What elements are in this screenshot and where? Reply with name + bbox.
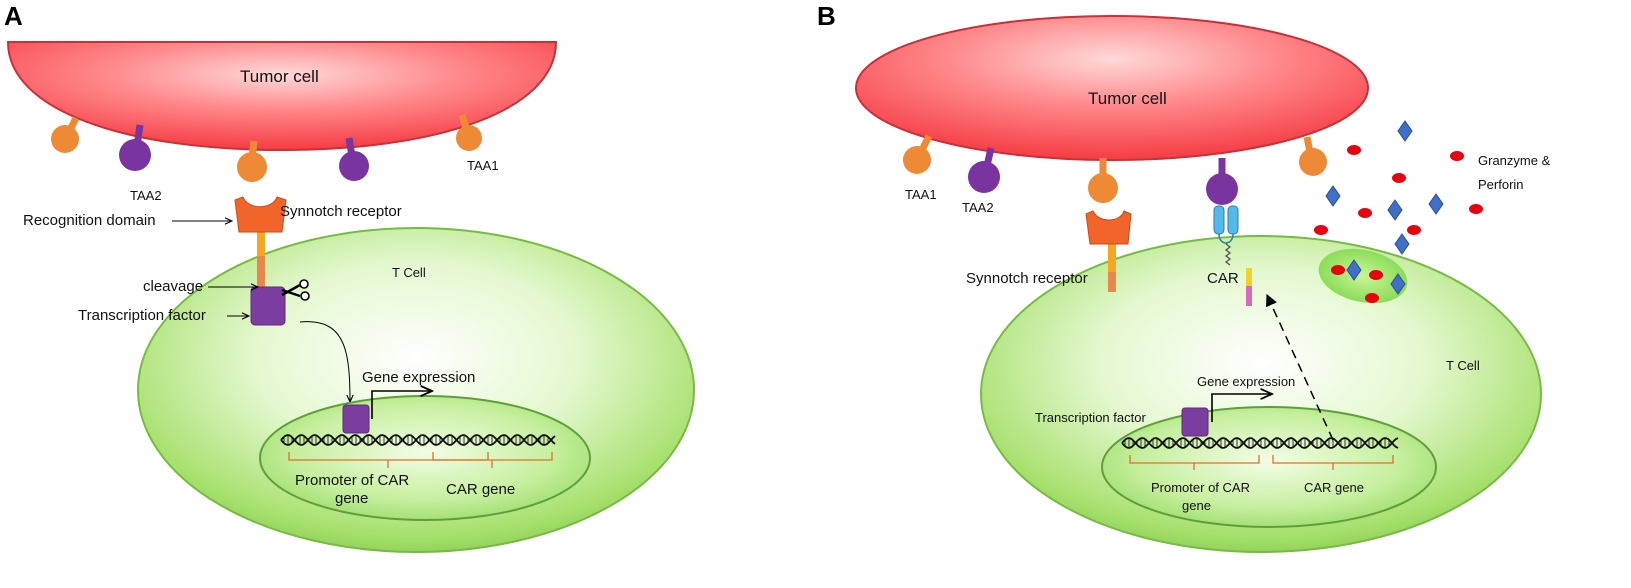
taa2-label-a: TAA2 xyxy=(130,188,162,203)
taa1-antigen xyxy=(51,116,80,153)
dna-strand xyxy=(1121,437,1399,449)
gene-expression-arrow-a xyxy=(371,391,432,419)
cytotoxic-granule xyxy=(1318,248,1408,304)
synnotch-receptor-a xyxy=(234,196,287,326)
taa1-antigen xyxy=(903,134,933,174)
promoter-label-line1-b: Promoter of CAR xyxy=(1151,480,1250,495)
granzyme-dot xyxy=(1314,225,1328,235)
dna-strand xyxy=(280,434,556,446)
perforin-diamond xyxy=(1394,233,1410,255)
taa2-antigen xyxy=(968,147,1000,193)
dna-helix-b xyxy=(1121,437,1399,449)
car-gene-label-b: CAR gene xyxy=(1304,480,1364,495)
promoter-label-line2-a: gene xyxy=(335,490,368,507)
granzyme-dots xyxy=(1314,145,1483,303)
taa1-label-a: TAA1 xyxy=(467,158,499,173)
promoter-bracket-a xyxy=(288,452,489,468)
granzyme-dot xyxy=(1392,173,1406,183)
transcription-factor-label-b: Transcription factor xyxy=(1035,410,1146,425)
car-label: CAR xyxy=(1207,270,1239,287)
car-receptor xyxy=(1213,205,1252,306)
dna-helix-a xyxy=(280,434,556,446)
perforin-diamond xyxy=(1346,259,1362,281)
gene-expression-label-a: Gene expression xyxy=(362,369,475,386)
nucleus-a xyxy=(259,395,591,521)
perforin-diamond xyxy=(1428,193,1444,215)
tumor-cell-label-b: Tumor cell xyxy=(1088,89,1167,108)
taa1-antigen xyxy=(237,140,267,182)
tf-translocation-arrow xyxy=(299,321,350,402)
granzyme-dot xyxy=(1450,151,1464,161)
car-gene-bracket-b xyxy=(1272,455,1394,470)
taa2-label-b: TAA2 xyxy=(962,200,994,215)
car-expression-dashed-arrow xyxy=(1266,293,1334,441)
tumor-cell-b xyxy=(855,15,1369,161)
taa1-label-b: TAA1 xyxy=(905,187,937,202)
synnotch-receptor-label-b: Synnotch receptor xyxy=(966,270,1088,287)
granzyme-dot xyxy=(1358,208,1372,218)
promoter-label-line2-b: gene xyxy=(1182,498,1211,513)
perforin-diamond xyxy=(1325,185,1341,207)
scissors-icon xyxy=(281,279,310,301)
transcription-factor-bound-a xyxy=(342,404,370,434)
perforin-diamond xyxy=(1397,120,1413,142)
granzyme-label-line1: Granzyme & xyxy=(1478,153,1551,168)
transcription-factor-bound-b xyxy=(1181,407,1209,437)
promoter-label-line1-a: Promoter of CAR xyxy=(295,472,409,489)
granzyme-dot xyxy=(1365,293,1379,303)
panel-a-letter: A xyxy=(4,1,23,31)
taa2-antigen xyxy=(119,124,151,171)
granzyme-dot xyxy=(1331,265,1345,275)
perforin-diamond xyxy=(1390,273,1406,295)
synnotch-receptor-label-a: Synnotch receptor xyxy=(280,203,402,220)
cleavage-label: cleavage xyxy=(143,278,203,295)
dna-strand xyxy=(280,434,556,446)
taa1-antigen xyxy=(1088,158,1118,203)
taa1-antigen xyxy=(1299,136,1327,176)
taa2-antigen xyxy=(339,137,369,181)
gene-expression-label-b: Gene expression xyxy=(1197,374,1295,389)
recognition-domain-label: Recognition domain xyxy=(23,212,156,229)
synnotch-receptor-b xyxy=(1085,210,1132,292)
granzyme-dot xyxy=(1347,145,1361,155)
car-gene-bracket-a xyxy=(432,452,553,468)
granzyme-label-line2: Perforin xyxy=(1478,177,1524,192)
panel-b-letter: B xyxy=(817,1,836,31)
gene-expression-arrow-b xyxy=(1211,394,1272,422)
t-cell-label-a: T Cell xyxy=(392,265,426,280)
promoter-bracket-b xyxy=(1129,455,1260,470)
granzyme-dot xyxy=(1469,204,1483,214)
t-cell-label-b: T Cell xyxy=(1446,358,1480,373)
panel-a: A Tumor cell TAA1 TAA2 T Cell xyxy=(4,1,695,553)
taa2-antigen xyxy=(1206,158,1238,205)
car-gene-label-a: CAR gene xyxy=(446,481,515,498)
tumor-cell-label-a: Tumor cell xyxy=(240,67,319,86)
granzyme-dot xyxy=(1407,225,1421,235)
perforin-diamond xyxy=(1387,199,1403,221)
taa1-antigen xyxy=(456,113,482,151)
transcription-factor-label-a: Transcription factor xyxy=(78,307,206,324)
tumor-cell-a xyxy=(6,41,558,152)
nucleus-b xyxy=(1101,406,1437,528)
perforin-diamonds xyxy=(1325,120,1444,295)
granzyme-dot xyxy=(1369,270,1383,280)
panel-b: B Tumor cell T Cell TAA1 xyxy=(817,1,1551,553)
